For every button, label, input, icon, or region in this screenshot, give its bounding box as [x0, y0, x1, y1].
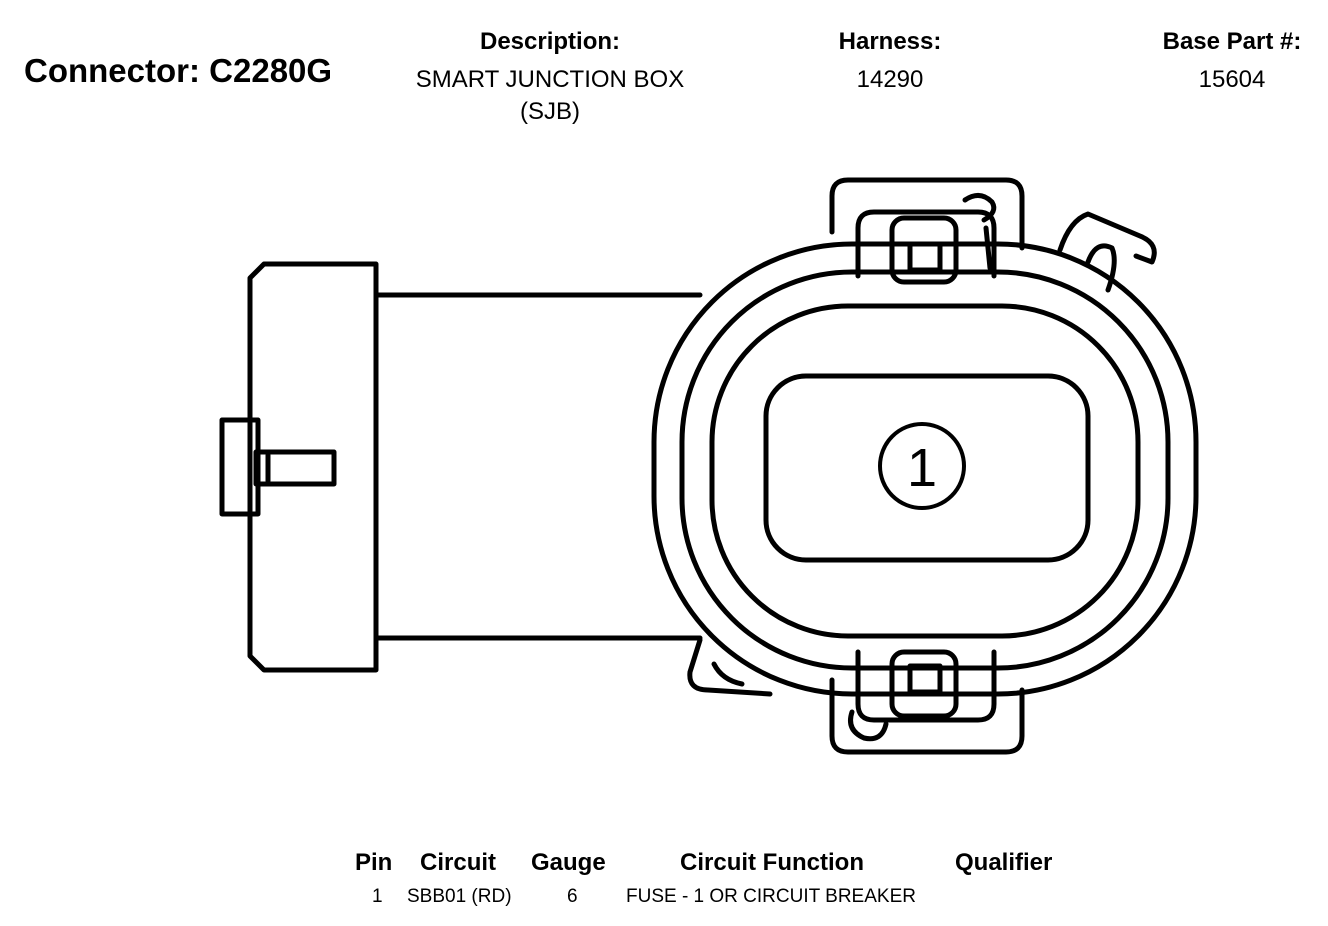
top-latch-inner [855, 209, 997, 279]
harness-value: 14290 [856, 66, 924, 93]
description-value: SMART JUNCTION BOX (SJB) [380, 64, 720, 128]
connector-flange [247, 261, 379, 673]
description-label: Description: [479, 28, 620, 55]
bottom-latch-inner [855, 649, 997, 723]
top-lock-outer [889, 215, 959, 285]
bottom-latch-tab [829, 677, 1025, 755]
pin-1-marker [878, 422, 966, 510]
connector-title: Connector: C2280G [24, 52, 333, 89]
inner-shell [709, 303, 1141, 639]
row-1-function: FUSE - 1 OR CIRCUIT BREAKER [626, 886, 916, 907]
right-side-catch-inner [1085, 243, 1117, 293]
top-latch-clip [962, 193, 997, 223]
connector-pin-shaft [253, 449, 337, 487]
col-header-circuit: Circuit [420, 849, 497, 876]
description-value-line2: (SJB) [520, 98, 580, 125]
row-1-circuit: SBB01 (RD) [407, 886, 512, 907]
row-1-gauge: 6 [567, 886, 578, 907]
middle-shell [679, 269, 1171, 671]
description-value-line1: SMART JUNCTION BOX [415, 66, 685, 93]
col-header-gauge: Gauge [531, 849, 606, 876]
connector-stub [219, 417, 261, 517]
harness-label: Harness: [838, 28, 942, 55]
top-lock-inner [907, 241, 943, 273]
left-side-catch [687, 637, 773, 697]
left-side-catch-inner [711, 661, 745, 687]
col-header-pin: Pin [355, 849, 393, 876]
col-header-circuit-function: Circuit Function [680, 849, 864, 876]
bottom-lock-outer [889, 649, 959, 719]
pin-cavity [763, 373, 1091, 563]
row-1-pin: 1 [372, 886, 383, 907]
col-header-qualifier: Qualifier [955, 849, 1053, 876]
base-part-value: 15604 [1198, 66, 1266, 93]
top-latch-clip-line [983, 225, 993, 271]
bottom-latch-clip [848, 709, 889, 742]
outer-shell [651, 241, 1199, 697]
pin-1-number: 1 [907, 438, 937, 498]
top-latch-tab [829, 177, 1025, 251]
base-part-label: Base Part #: [1162, 28, 1302, 55]
right-side-catch [1057, 211, 1157, 265]
